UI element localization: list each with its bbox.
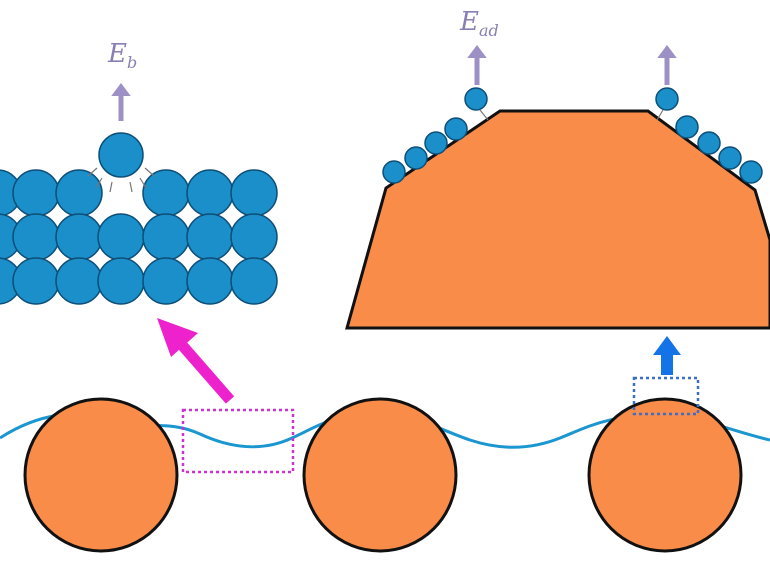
- atom-lattice: [0, 132, 278, 305]
- ligand-atom-right: [739, 160, 763, 184]
- ligand-atom-left: [444, 117, 468, 141]
- adsorbate-atom-right: [655, 87, 679, 111]
- lattice-atom: [12, 213, 60, 261]
- blue-zoom-arrow: [653, 336, 681, 375]
- lattice-atom: [230, 257, 278, 305]
- lattice-atom: [55, 257, 103, 305]
- lattice-atom: [230, 213, 278, 261]
- ligand-atom-left: [424, 131, 448, 155]
- lattice-atom: [12, 169, 60, 217]
- lattice-atom: [142, 257, 190, 305]
- ligand-atom-left: [404, 146, 428, 170]
- lattice-atom: [97, 257, 145, 305]
- bond-line: [87, 167, 98, 177]
- bond-line: [129, 181, 133, 193]
- nanoparticle-middle: [302, 397, 458, 553]
- binding-energy-label: Eb: [107, 39, 137, 72]
- lattice-atom: [55, 169, 103, 217]
- magenta-arrow-shaft: [177, 341, 235, 404]
- nanoparticle-right: [587, 397, 743, 553]
- blue-arrow-shaft: [661, 353, 673, 375]
- bond-line: [144, 167, 155, 177]
- ead-arrow-right-head: [657, 45, 677, 58]
- ligand-atom-right: [675, 115, 699, 139]
- blue-zoom-box: [632, 376, 700, 416]
- adatom: [98, 132, 144, 178]
- magenta-zoom-arrow: [157, 318, 235, 404]
- ligand-atom-left: [382, 160, 406, 184]
- lattice-atom: [186, 213, 234, 261]
- adsorption-energy-arrows: [467, 45, 677, 85]
- blue-arrow-head: [653, 336, 681, 355]
- magenta-zoom-box: [181, 408, 295, 474]
- lattice-atom: [142, 169, 190, 217]
- ead-arrow-left-head: [467, 45, 487, 58]
- ligand-bond: [479, 109, 489, 121]
- adatom-bonds: [87, 167, 155, 193]
- adsorption-energy-label: Ead: [459, 7, 499, 40]
- lattice-atom: [230, 169, 278, 217]
- lattice-atom: [186, 169, 234, 217]
- lattice-atom: [186, 257, 234, 305]
- lattice-atom: [97, 213, 145, 261]
- bond-line: [109, 181, 113, 193]
- lattice-atom: [55, 213, 103, 261]
- ligand-atom-right: [697, 131, 721, 155]
- ligand-bond: [656, 109, 664, 121]
- binding-energy-arrow: [111, 83, 131, 121]
- magenta-arrow-head: [157, 318, 198, 357]
- adsorbate-atom-left: [464, 87, 488, 111]
- lattice-atom: [142, 213, 190, 261]
- nanoparticle-left: [23, 397, 179, 553]
- bond-line: [139, 177, 147, 189]
- bond-line: [95, 177, 103, 189]
- eb-arrow-head: [111, 83, 131, 96]
- ligand-atoms: [382, 87, 763, 184]
- lattice-atom: [12, 257, 60, 305]
- ligand-atom-right: [718, 146, 742, 170]
